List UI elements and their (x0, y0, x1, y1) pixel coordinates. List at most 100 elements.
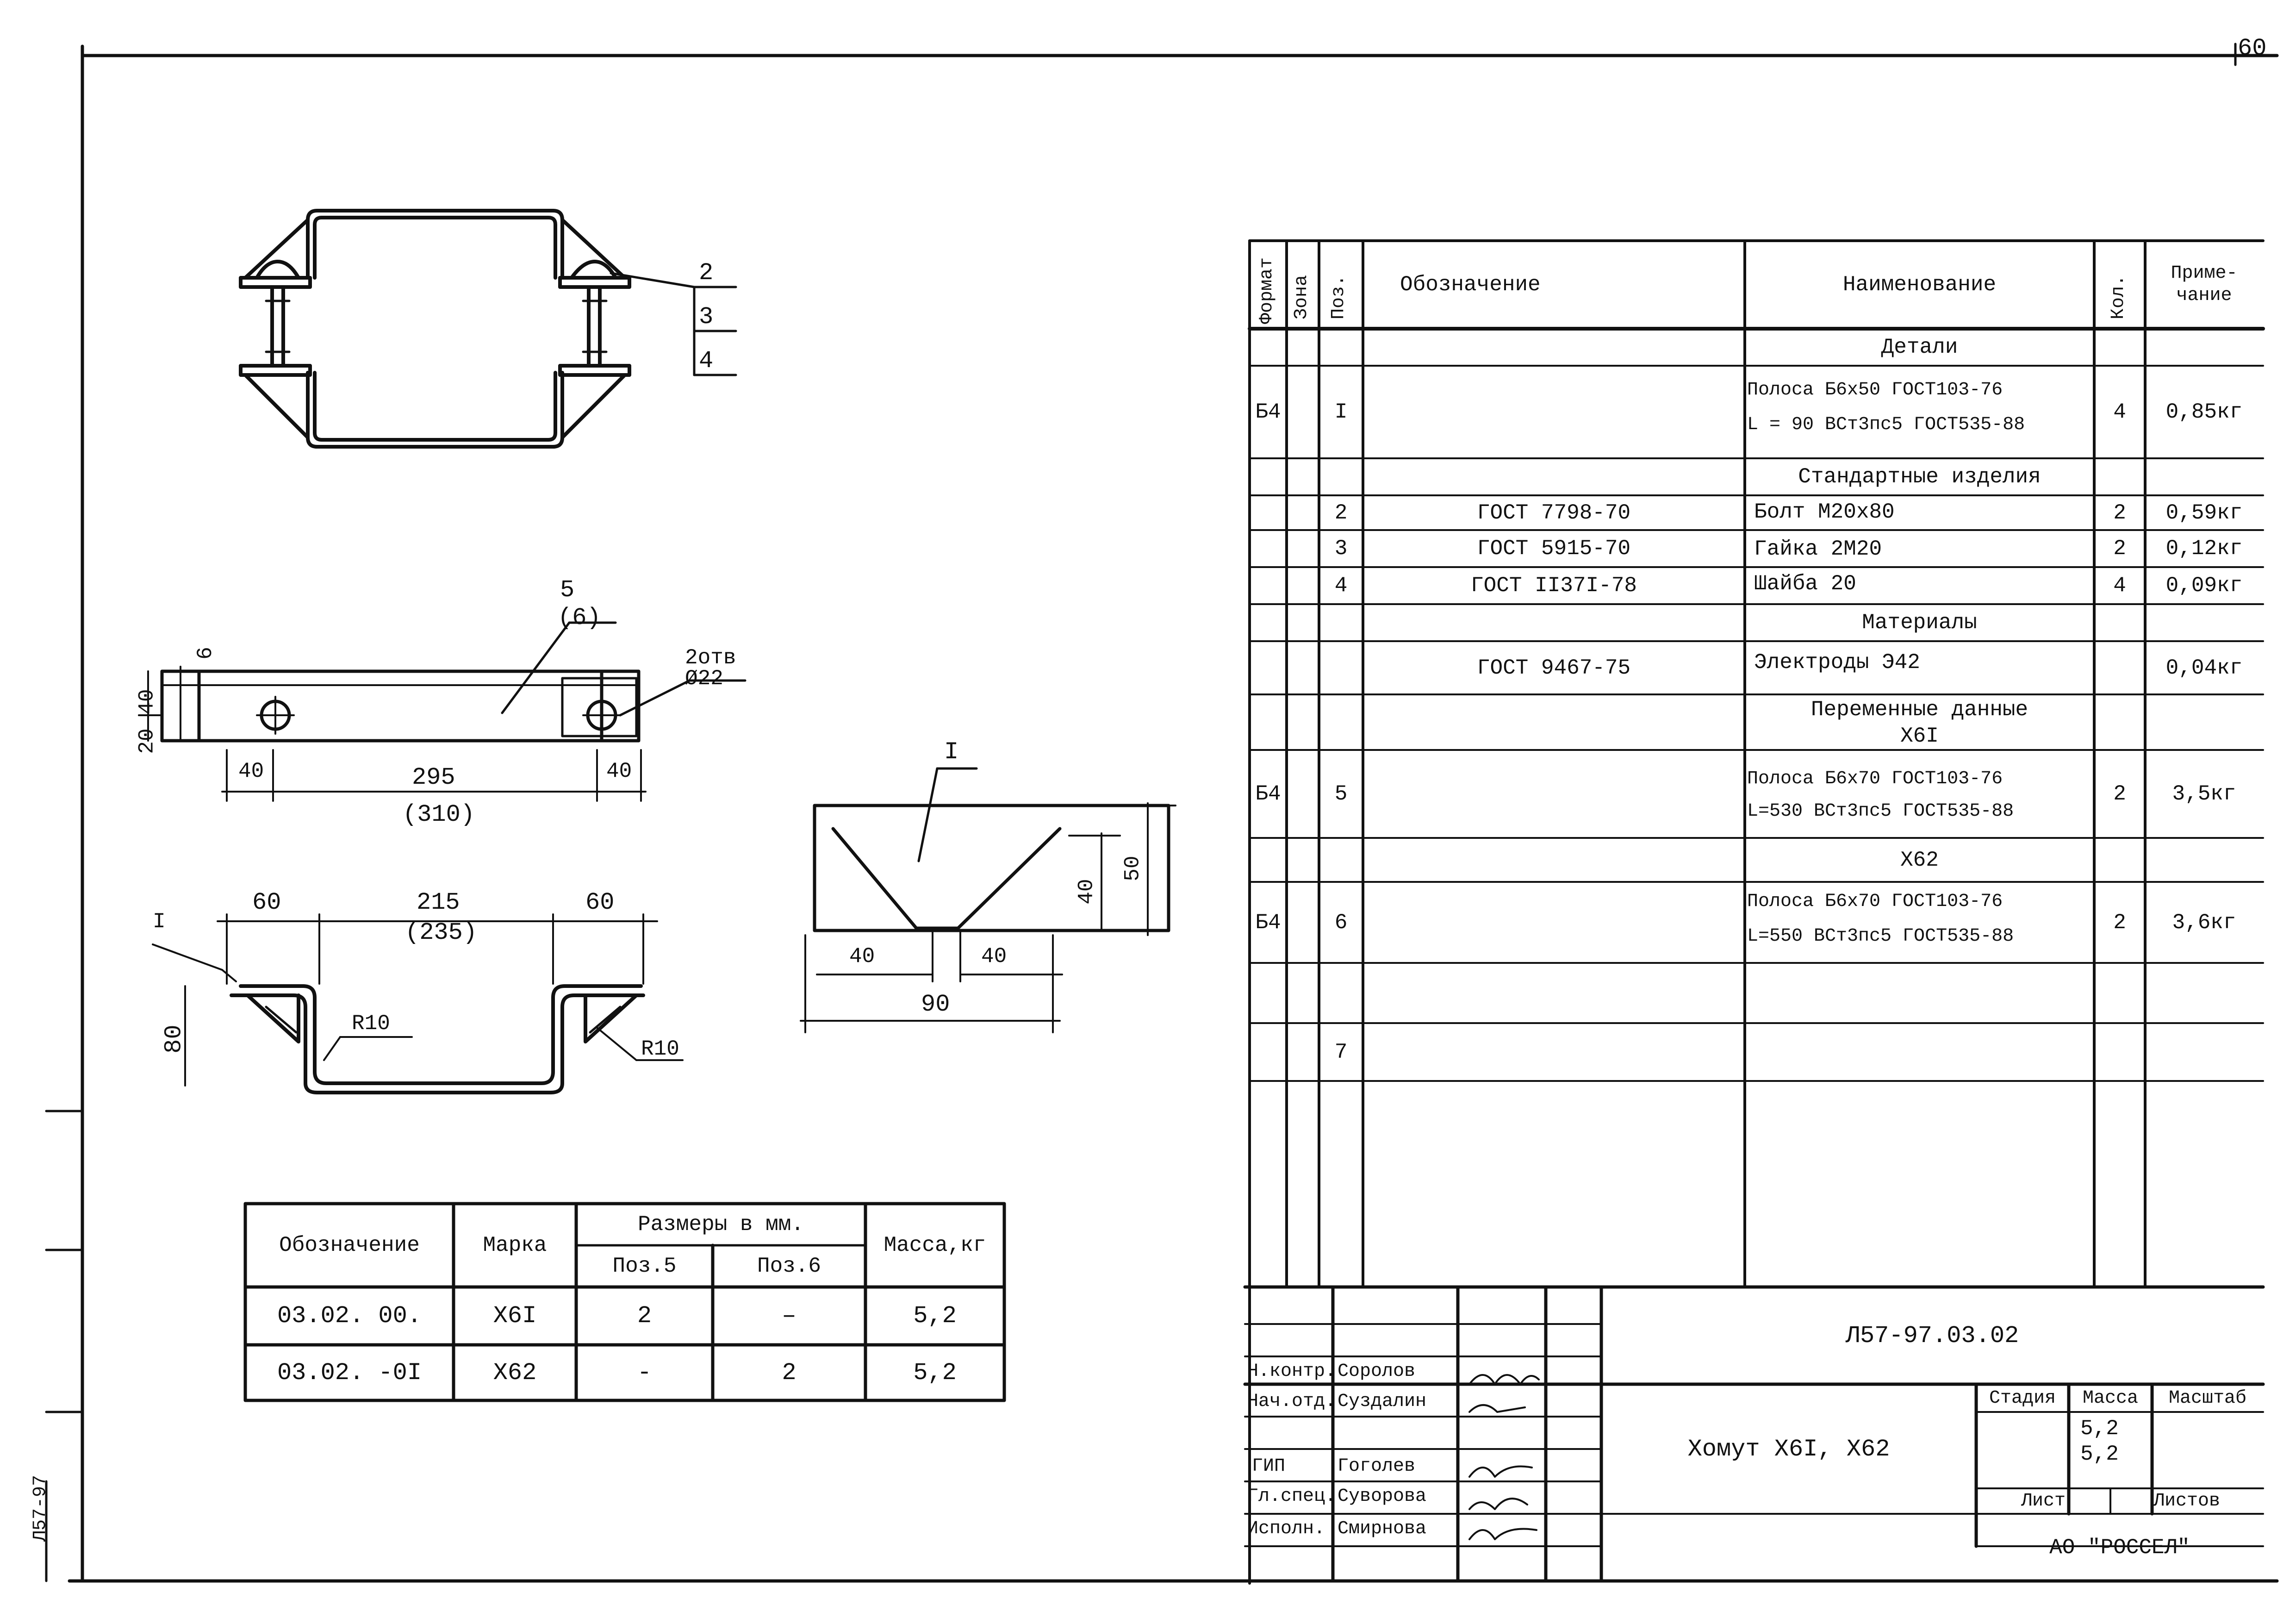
spec-header-note: Приме-чание (2171, 263, 2238, 306)
title-block-grid (1243, 1285, 2265, 1583)
table-row-1-mark: Х6I (493, 1302, 537, 1330)
role-4: Гл.спец. (1247, 1486, 1337, 1507)
strip-dim-40a: 40 (238, 759, 264, 783)
spec-section-x62: Х62 (1900, 848, 1939, 872)
title-sheet-label: Лист (2021, 1491, 2066, 1512)
table-row-2-mass: 5,2 (913, 1359, 957, 1387)
variants-header-pos6: Поз.6 (757, 1254, 821, 1278)
spec-r7-pos: 6 (1334, 910, 1348, 935)
spec-r5-note: 0,04кг (2165, 656, 2243, 680)
spec-r1-pos: I (1334, 400, 1348, 424)
spec-section-details: Детали (1881, 335, 1958, 359)
spec-r6-note: 3,5кг (2172, 782, 2236, 806)
variants-header-pos5: Поз.5 (612, 1254, 677, 1278)
spec-r7-format: Б4 (1255, 910, 1281, 935)
spec-r4-name: Шайба 20 (1754, 572, 1856, 596)
strip-dim-40b: 40 (606, 759, 632, 783)
role-1: Н.контр. (1247, 1361, 1337, 1382)
spec-r1-name1: Полоса Б6х50 ГОСТ103-76 (1747, 380, 2003, 400)
spec-r1-qty: 4 (2113, 400, 2126, 424)
spec-r4-designation: ГОСТ II37I-78 (1471, 574, 1637, 598)
title-org: АО "РОССЕЛ" (2049, 1535, 2190, 1560)
spec-r6-name1: Полоса Б6х70 ГОСТ103-76 (1747, 768, 2003, 789)
title-scale-label: Масштаб (2168, 1387, 2247, 1409)
spec-r1-name2: L = 90 ВСт3пс5 ГОСТ535-88 (1747, 414, 2025, 435)
table-row-2-mark: Х62 (493, 1359, 537, 1387)
role-4-name: Суворова (1338, 1486, 1427, 1507)
detail-dim-50-v: 50 (1120, 856, 1145, 881)
table-row-1-mass: 5,2 (913, 1302, 957, 1330)
title-sheets-label: Листов (2153, 1491, 2221, 1512)
callout-2: 2 (699, 259, 714, 287)
variants-header-designation: Обозначение (279, 1233, 420, 1257)
spec-r1-note: 0,85кг (2165, 400, 2243, 424)
strip-dim-295: 295 (412, 764, 455, 791)
spec-r2-qty: 2 (2113, 500, 2126, 525)
spec-r2-name: Болт М20х80 (1754, 500, 1895, 524)
role-3-name: Гоголев (1338, 1456, 1416, 1477)
spec-r7-name1: Полоса Б6х70 ГОСТ103-76 (1747, 891, 2003, 912)
spec-r7-name2: L=550 ВСт3пс5 ГОСТ535-88 (1747, 926, 2014, 947)
spec-section-materials: Материалы (1862, 611, 1977, 635)
spec-r6-pos: 5 (1334, 782, 1348, 806)
callout-4: 4 (699, 347, 714, 375)
spec-r6-format: Б4 (1255, 782, 1281, 806)
bent-dim-60b: 60 (585, 889, 615, 916)
title-name: Хомут Х6I, Х62 (1687, 1435, 1890, 1463)
detail-label-I: I (944, 738, 959, 766)
spec-r8-pos: 7 (1334, 1040, 1348, 1064)
title-mass-value-1: 5,2 (2080, 1417, 2119, 1441)
detail-view (800, 767, 1176, 1033)
spec-r4-note: 0,09кг (2165, 574, 2243, 598)
spec-header-qty: Кол. (2108, 275, 2129, 319)
spec-section-x61: Х6I (1900, 724, 1939, 748)
side-stamp: Л57-97 (30, 1474, 51, 1542)
title-code: Л57-97.03.02 (1845, 1322, 2019, 1349)
title-mass-label: Масса (2082, 1387, 2139, 1409)
title-stage-label: Стадия (1989, 1387, 2056, 1409)
spec-r2-pos: 2 (1334, 500, 1348, 525)
bent-dim-60a: 60 (252, 889, 281, 916)
variants-header-sizes: Размеры в мм. (638, 1212, 804, 1237)
variants-table-grid (243, 1202, 1006, 1402)
table-row-2-designation: 03.02. -0I (277, 1359, 422, 1387)
spec-r2-designation: ГОСТ 7798-70 (1477, 500, 1631, 525)
strip-dim-310: (310) (403, 801, 475, 828)
spec-header-name: Наименование (1842, 273, 1997, 297)
table-row-2-pos5: - (637, 1359, 652, 1387)
page-number: 60 (2238, 35, 2267, 62)
variants-header-mass: Масса,кг (884, 1233, 986, 1257)
spec-r5-name: Электроды Э42 (1754, 650, 1920, 675)
spec-header-zone: Зона (1291, 275, 1312, 319)
spec-r6-name2: L=530 ВСт3пс5 ГОСТ535-88 (1747, 801, 2014, 822)
spec-r3-pos: 3 (1334, 537, 1348, 561)
role-2-name: Суздалин (1338, 1391, 1427, 1412)
title-mass-value-2: 5,2 (2080, 1442, 2119, 1466)
strip-hole-dia: Ø22 (685, 667, 723, 691)
spec-r4-pos: 4 (1334, 574, 1348, 598)
callout-3: 3 (699, 303, 714, 331)
strip-dim-20: 20 (135, 728, 159, 754)
bent-r10a: R10 (352, 1012, 390, 1036)
spec-header-designation: Обозначение (1400, 273, 1541, 297)
table-row-1-pos5: 2 (637, 1302, 652, 1330)
spec-r3-name: Гайка 2М20 (1754, 537, 1882, 561)
role-3: ГИП (1252, 1456, 1286, 1477)
strip-holes: 2отв (685, 646, 736, 670)
spec-r7-qty: 2 (2113, 910, 2126, 935)
bent-label-I: I (153, 910, 166, 934)
spec-r1-format: Б4 (1255, 400, 1281, 424)
bent-r10b: R10 (641, 1037, 679, 1061)
role-2: Нач.отд. (1247, 1391, 1337, 1412)
spec-section-variable: Переменные данные (1811, 697, 2028, 722)
detail-dim-40-left: 40 (849, 944, 875, 968)
strip-dim-40: 40 (135, 689, 159, 715)
role-1-name: Соролов (1338, 1361, 1416, 1382)
spec-r7-note: 3,6кг (2172, 910, 2236, 935)
spec-r3-qty: 2 (2113, 537, 2126, 561)
detail-dim-90: 90 (921, 991, 950, 1018)
strip-pos-6: (6) (558, 604, 601, 631)
spec-r3-designation: ГОСТ 5915-70 (1477, 537, 1631, 561)
